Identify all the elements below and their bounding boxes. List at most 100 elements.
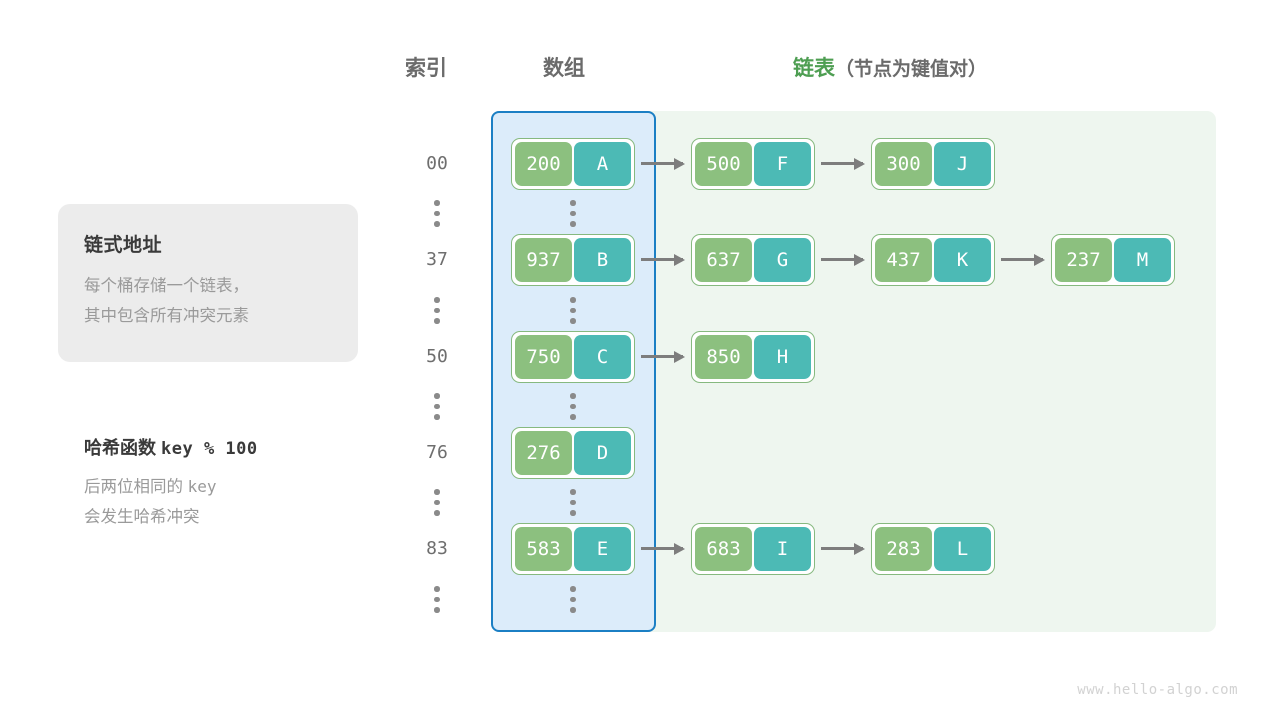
hash-function-description-line-2: 会发生哈希冲突	[84, 508, 200, 526]
index-ellipsis	[434, 297, 440, 324]
chain-arrow	[1001, 258, 1043, 261]
array-ellipsis	[570, 297, 576, 324]
chain-node-value: K	[934, 238, 991, 282]
chain-node-value: M	[1114, 238, 1171, 282]
chain-arrow	[641, 547, 683, 550]
info-card-description-line-1: 每个桶存储一个链表，	[84, 277, 249, 295]
bucket-node-key: 583	[515, 527, 572, 571]
ellipsis-dot	[434, 297, 440, 303]
chain-node-value: F	[754, 142, 811, 186]
ellipsis-dot	[570, 403, 576, 409]
chain-node-value: I	[754, 527, 811, 571]
ellipsis-dot	[570, 596, 576, 602]
array-ellipsis	[570, 200, 576, 227]
ellipsis-dot	[570, 489, 576, 495]
array-ellipsis	[570, 489, 576, 516]
hash-function-block: 哈希函数 key % 100 后两位相同的 key 会发生哈希冲突	[84, 434, 384, 532]
ellipsis-dot	[434, 489, 440, 495]
chain-node-key: 300	[875, 142, 932, 186]
chain-node-key: 437	[875, 238, 932, 282]
ellipsis-dot	[434, 210, 440, 216]
ellipsis-dot	[434, 393, 440, 399]
hash-function-description-line-1: 后两位相同的 key	[84, 472, 384, 502]
chain-node-key: 850	[695, 335, 752, 379]
chain-node-value: H	[754, 335, 811, 379]
ellipsis-dot	[434, 414, 440, 420]
ellipsis-dot	[434, 510, 440, 516]
hash-description-key-token: key	[187, 477, 217, 496]
ellipsis-dot	[570, 586, 576, 592]
hash-function-description: 后两位相同的 key 会发生哈希冲突	[84, 472, 384, 532]
ellipsis-dot	[570, 318, 576, 324]
heading-linked-list: 链表（节点为键值对）	[793, 52, 987, 82]
watermark: www.hello-algo.com	[1077, 682, 1238, 698]
chain-arrow	[641, 162, 683, 165]
chain-node-key: 500	[695, 142, 752, 186]
chain-arrow	[641, 258, 683, 261]
index-ellipsis	[434, 200, 440, 227]
hash-description-text: 后两位相同的	[84, 478, 183, 496]
hash-function-label: 哈希函数	[84, 438, 156, 458]
bucket-node-key: 750	[515, 335, 572, 379]
ellipsis-dot	[570, 510, 576, 516]
array-ellipsis	[570, 586, 576, 613]
bucket-node-key: 200	[515, 142, 572, 186]
chain-node-key: 237	[1055, 238, 1112, 282]
bucket-node-value: D	[574, 431, 631, 475]
ellipsis-dot	[434, 586, 440, 592]
bucket-index-label: 37	[426, 249, 448, 270]
chain-node-key: 283	[875, 527, 932, 571]
chain-node-key: 683	[695, 527, 752, 571]
chain-node-key: 637	[695, 238, 752, 282]
index-ellipsis	[434, 393, 440, 420]
bucket-index-label: 00	[426, 153, 448, 174]
ellipsis-dot	[570, 221, 576, 227]
ellipsis-dot	[570, 393, 576, 399]
bucket-node-value: E	[574, 527, 631, 571]
ellipsis-dot	[434, 499, 440, 505]
chain-arrow	[641, 355, 683, 358]
bucket-index-label: 76	[426, 442, 448, 463]
bucket-index-label: 83	[426, 538, 448, 559]
ellipsis-dot	[570, 297, 576, 303]
ellipsis-dot	[434, 221, 440, 227]
bucket-node-key: 276	[515, 431, 572, 475]
ellipsis-dot	[434, 200, 440, 206]
bucket-node-value: C	[574, 335, 631, 379]
chain-node-value: G	[754, 238, 811, 282]
ellipsis-dot	[434, 318, 440, 324]
heading-linked-list-accent: 链表	[793, 57, 835, 80]
ellipsis-dot	[570, 414, 576, 420]
heading-linked-list-sub: （节点为键值对）	[835, 59, 988, 80]
info-card-description-line-2: 其中包含所有冲突元素	[84, 307, 249, 325]
bucket-node-key: 937	[515, 238, 572, 282]
bucket-node-value: A	[574, 142, 631, 186]
bucket-index-label: 50	[426, 346, 448, 367]
heading-index: 索引	[405, 57, 447, 80]
ellipsis-dot	[570, 210, 576, 216]
hash-function-expression: key % 100	[161, 439, 258, 459]
chain-arrow	[821, 258, 863, 261]
chain-node-value: L	[934, 527, 991, 571]
ellipsis-dot	[570, 200, 576, 206]
chain-arrow	[821, 547, 863, 550]
chain-node-value: J	[934, 142, 991, 186]
ellipsis-dot	[570, 499, 576, 505]
index-ellipsis	[434, 489, 440, 516]
array-ellipsis	[570, 393, 576, 420]
